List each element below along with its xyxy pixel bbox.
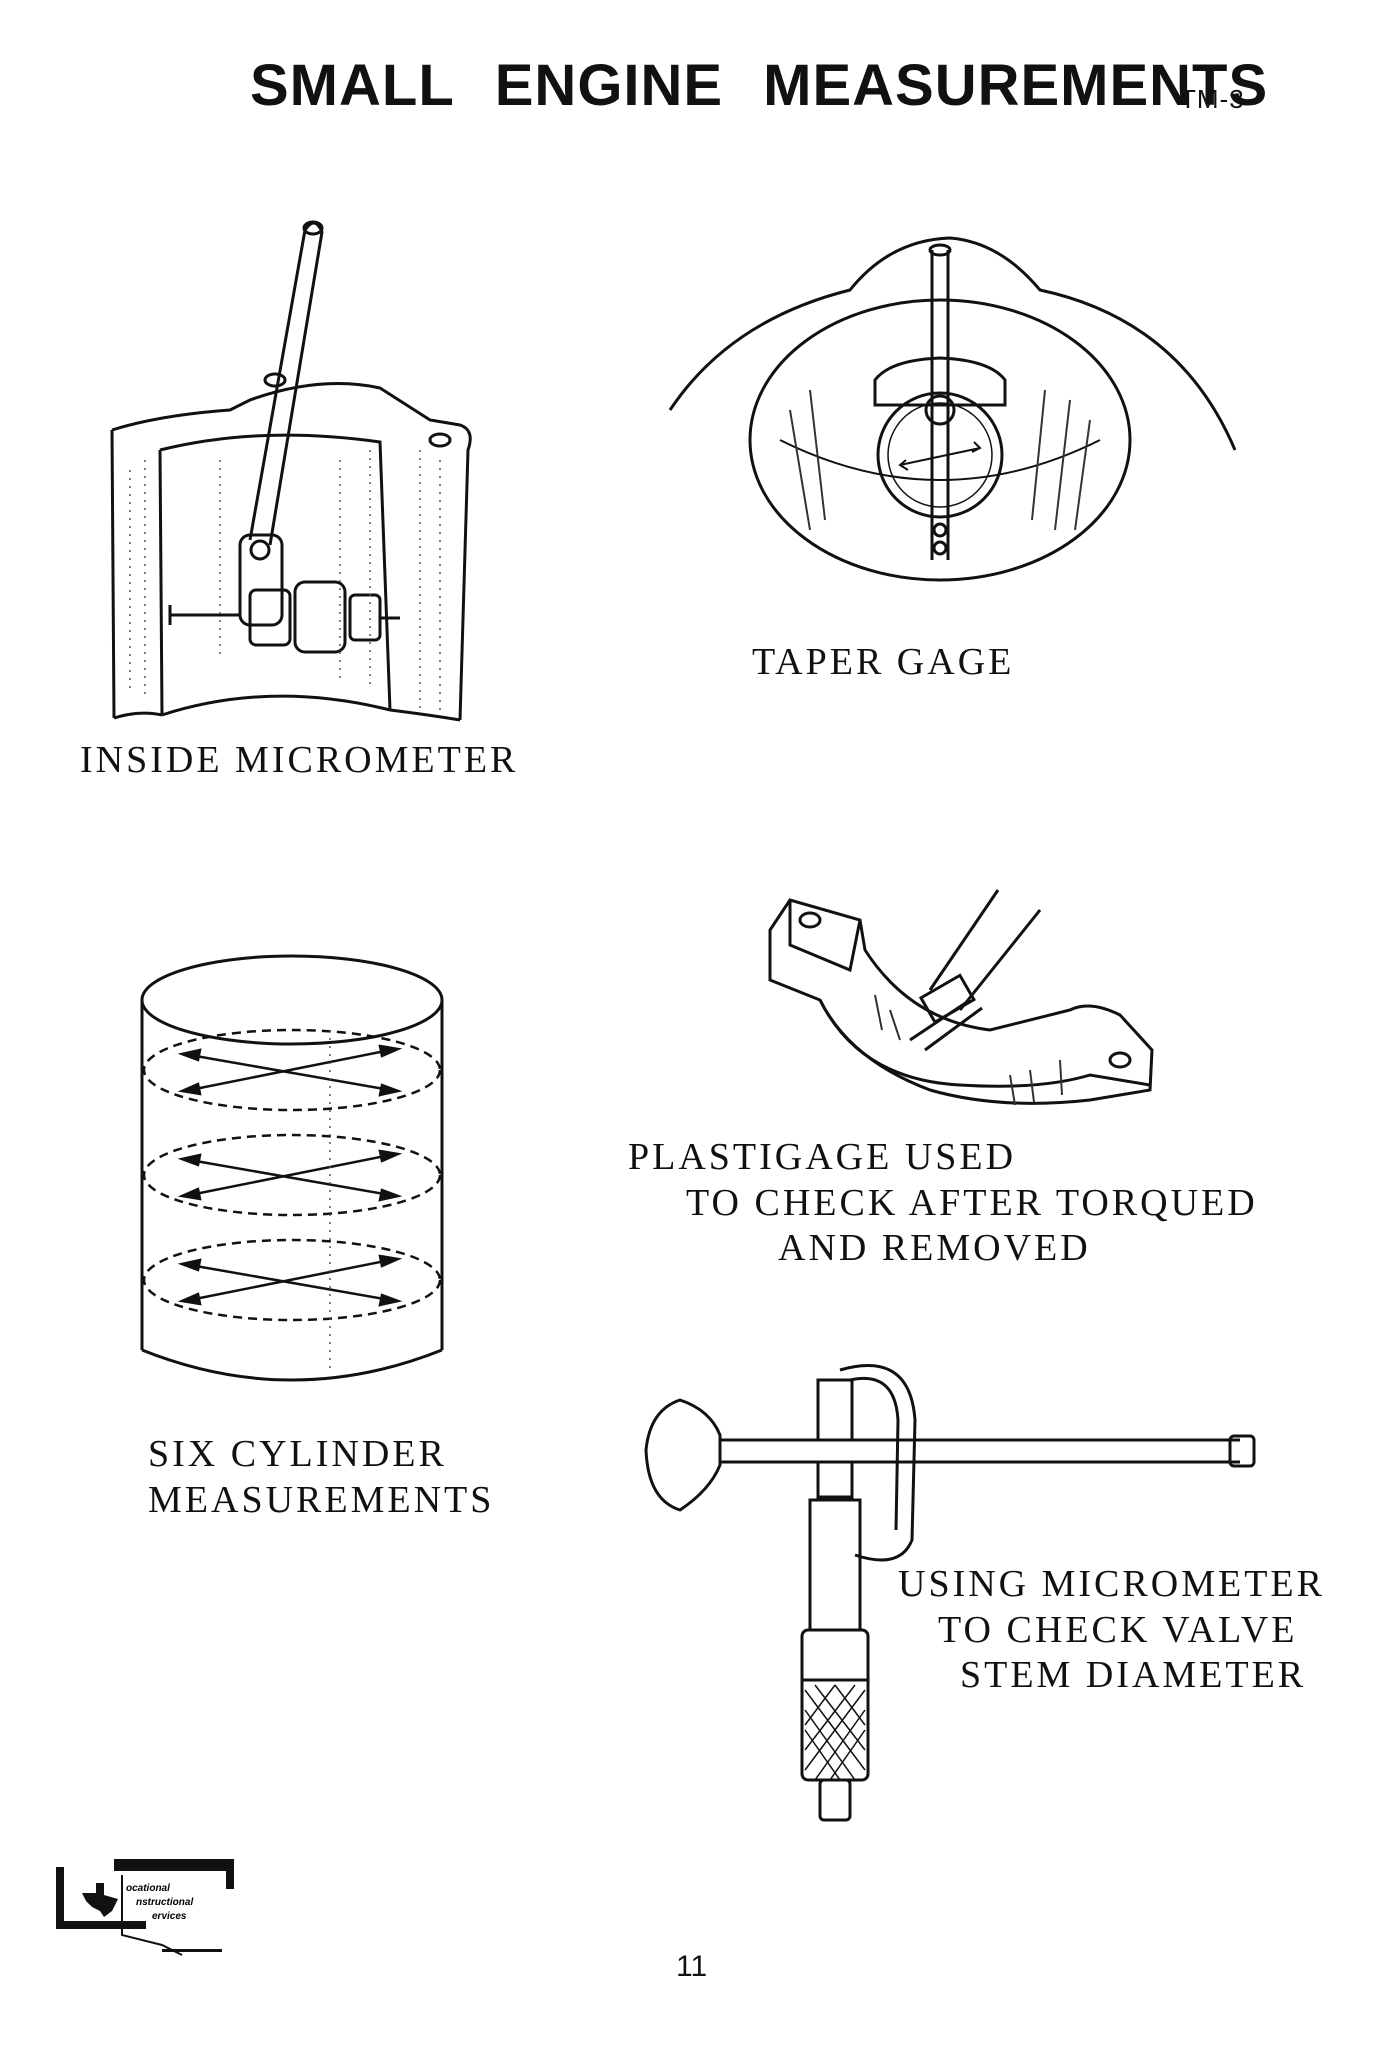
plastigage-illustration — [768, 889, 1154, 1106]
plastigage-caption-line-3: AND REMOVED — [778, 1227, 1091, 1270]
six-cylinder-caption-line-2: MEASUREMENTS — [148, 1478, 495, 1521]
title-word-2: ENGINE — [494, 53, 724, 118]
valve-stem-caption-line-1: USING MICROMETER — [898, 1563, 1325, 1605]
plastigage-caption-line-1: PLASTIGAGE USED — [628, 1136, 1017, 1178]
inside-micrometer-illustration — [110, 220, 472, 722]
plastigage-caption: PLASTIGAGE USED TO CHECK AFTER TORQUED A… — [628, 1135, 1258, 1272]
page-title: SMALL ENGINE MEASUREMENTS — [250, 52, 1268, 119]
six-cylinder-illustration — [140, 954, 444, 1382]
plastigage-caption-line-2: TO CHECK AFTER TORQUED — [686, 1181, 1258, 1224]
inside-micrometer-caption: INSIDE MICROMETER — [80, 739, 519, 781]
title-word-3: MEASUREMENTS — [763, 53, 1269, 118]
valve-stem-illustration — [644, 1364, 1256, 1822]
valve-stem-caption-line-2: TO CHECK VALVE — [938, 1608, 1298, 1651]
valve-stem-caption-line-3: STEM DIAMETER — [960, 1654, 1307, 1697]
taper-gage-illustration — [668, 236, 1237, 582]
logo-line-1: ocational — [126, 1883, 170, 1894]
vis-logo: ocational nstructional ervices — [56, 1859, 234, 1956]
six-cylinder-caption-line-1: SIX CYLINDER — [148, 1433, 447, 1475]
logo-line-3: ervices — [152, 1911, 187, 1922]
taper-gage-caption: TAPER GAGE — [752, 641, 1015, 683]
title-word-1: SMALL — [250, 53, 455, 118]
page-number: 11 — [676, 1950, 708, 1983]
logo-line-2: nstructional — [136, 1897, 193, 1908]
document-code: TM-3 — [1180, 84, 1245, 114]
valve-stem-caption: USING MICROMETER TO CHECK VALVE STEM DIA… — [898, 1562, 1325, 1699]
